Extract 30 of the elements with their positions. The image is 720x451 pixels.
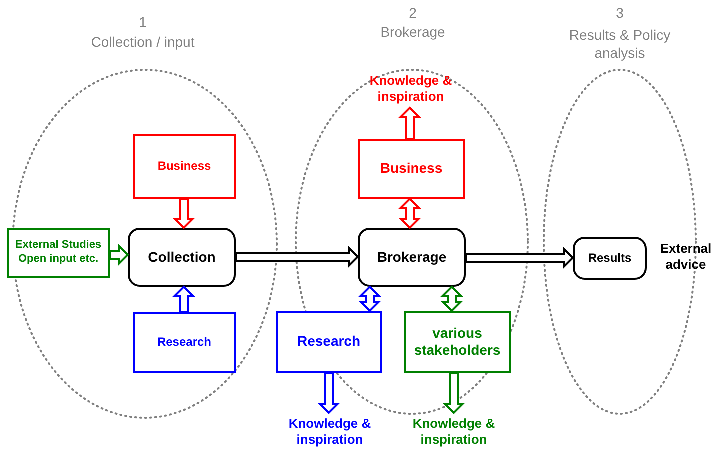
process-box: Business [133, 134, 236, 199]
block-arrow [398, 198, 422, 230]
phase-heading: Brokerage [380, 24, 446, 42]
block-arrow [398, 106, 422, 140]
phase-heading: 1 [138, 14, 148, 32]
block-arrow [172, 198, 196, 230]
input-box: External Studies Open input etc. [7, 228, 110, 278]
phase-heading: Results & Policy analysis [568, 27, 672, 62]
block-arrow [442, 372, 466, 414]
process-box: Research [133, 312, 236, 373]
phase-heading: 3 [615, 5, 625, 22]
process-box: Results [573, 237, 647, 280]
process-box: Brokerage [358, 228, 466, 287]
phase-heading: Collection / input [90, 34, 196, 52]
block-arrow [465, 246, 574, 270]
output-label: Knowledge & inspiration [272, 413, 388, 451]
block-arrow [440, 286, 464, 312]
output-label: External advice [652, 238, 720, 276]
input-box: various stakeholders [404, 311, 511, 373]
block-arrow [358, 286, 382, 312]
process-box: Research [276, 311, 382, 373]
output-label: Knowledge & inspiration [355, 70, 467, 108]
block-arrow [109, 244, 130, 266]
block-arrow [318, 372, 340, 414]
phase-heading: 2 [408, 5, 418, 22]
block-arrow [172, 286, 196, 313]
process-box: Business [358, 139, 465, 199]
block-arrow [235, 246, 360, 268]
process-box: Collection [128, 228, 236, 287]
output-label: Knowledge & inspiration [400, 413, 508, 451]
